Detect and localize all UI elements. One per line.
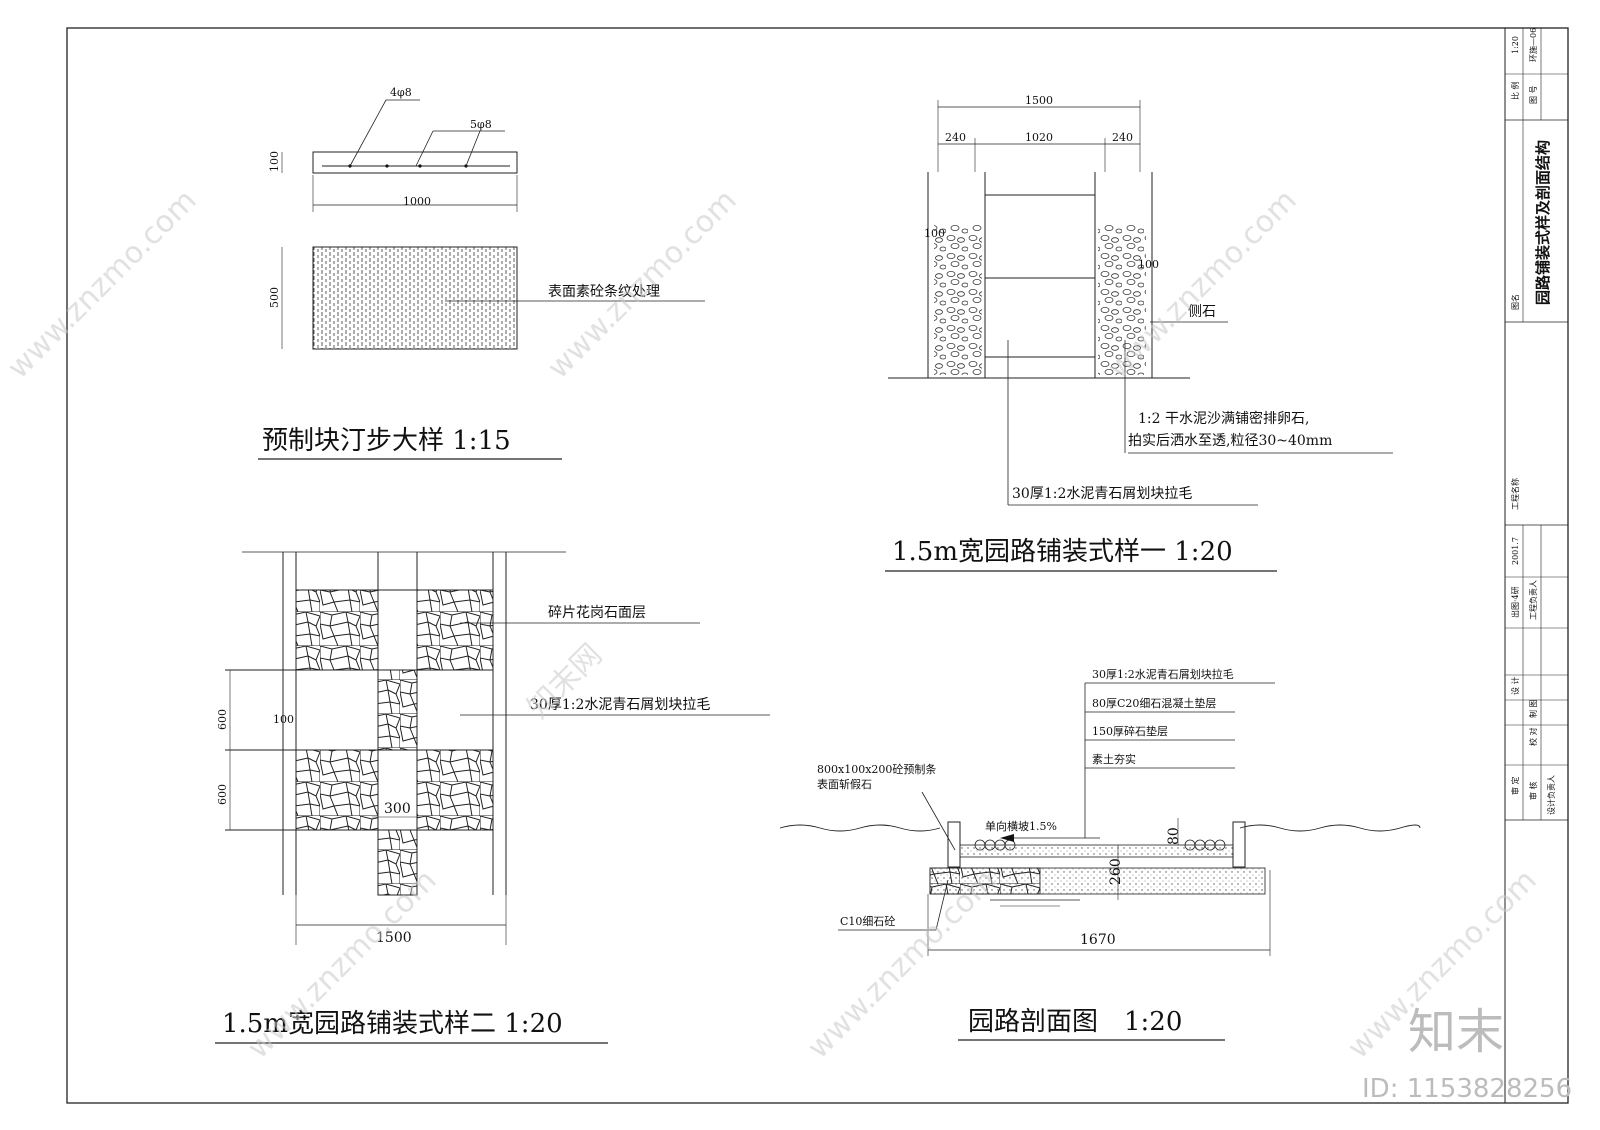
detail-paving-style-2: 600 600 100 300 1500 碎片花岗石面层 30厚1:2水泥青石屑…	[215, 551, 770, 1044]
note-surface: 表面素砼条纹处理	[548, 283, 660, 300]
dim-500: 500	[268, 287, 281, 308]
tb-drawno-label: 图 号	[1529, 85, 1538, 104]
tb-project-label: 工程名称	[1510, 478, 1520, 510]
tb-drawing-name: 园路铺装式样及剖面结构	[1534, 140, 1552, 305]
rebar-label-a: 4φ8	[390, 86, 412, 99]
watermark-1: www.znzmo.com	[1, 183, 204, 386]
dim-100: 100	[268, 151, 281, 172]
detail-paving-style-1: 1500 240 1020 240 100 100 侧石 1:2 干水泥沙满铺密…	[885, 94, 1393, 572]
note-precast-1: 800x100x200砼预制条	[817, 762, 936, 776]
tb-approve: 审 定	[1510, 776, 1520, 795]
note-block-3: 30厚1:2水泥青石屑划块拉毛	[530, 697, 710, 713]
slope-note: 单向横坡1.5%	[985, 819, 1057, 833]
note-curb: 侧石	[1188, 304, 1216, 320]
dim-80: 80	[1166, 827, 1182, 845]
tb-name-label: 图名	[1510, 294, 1520, 310]
layer-1: 30厚1:2水泥青石屑划块拉毛	[1092, 667, 1234, 681]
detail2-title: 1.5m宽园路铺装式样一 1:20	[892, 537, 1233, 567]
dim-260: 260	[1108, 858, 1124, 885]
title-block: 比 例 1:20 图 号 环施—06 图名 园路铺装式样及剖面结构 工程名称 2…	[1504, 28, 1568, 1103]
detail-road-section: 30厚1:2水泥青石屑划块拉毛 80厚C20细石混凝土垫层 150厚碎石垫层 素…	[779, 667, 1421, 1041]
tb-date: 2001.7	[1511, 537, 1520, 565]
sheet-border	[66, 27, 1569, 1104]
tb-check: 校 对	[1528, 727, 1538, 746]
note-block-2: 30厚1:2水泥青石屑划块拉毛	[1012, 486, 1192, 502]
detail3-title: 1.5m宽园路铺装式样二 1:20	[222, 1009, 563, 1039]
detail-stepping-stone: 4φ8 5φ8 1000 100 500 表面素砼条纹处理 预制块汀步大样 1:…	[258, 86, 705, 460]
tb-design: 设 计	[1510, 676, 1520, 695]
dim-100-right: 100	[1138, 258, 1159, 271]
dim-240-left: 240	[945, 131, 966, 144]
tb-scale-value: 1:20	[1511, 36, 1520, 54]
dim-300: 300	[384, 801, 411, 817]
dim-1020: 1020	[1025, 131, 1053, 144]
tb-drawno-value: 环施—06	[1528, 28, 1538, 62]
layer-3: 150厚碎石垫层	[1092, 724, 1168, 738]
tb-review: 审 核	[1528, 781, 1538, 800]
dim-600-b: 600	[216, 784, 229, 805]
watermark-id: ID: 1153828256	[1362, 1074, 1572, 1104]
detail1-title: 预制块汀步大样 1:15	[262, 426, 511, 456]
dim-100-left: 100	[924, 227, 945, 240]
dim-100-d3: 100	[273, 713, 294, 726]
layer-2: 80厚C20细石混凝土垫层	[1092, 696, 1216, 710]
note-c10: C10细石砼	[840, 915, 895, 928]
tb-scale-label: 比 例	[1510, 81, 1520, 100]
dim-1500-bottom: 1500	[376, 930, 412, 946]
tb-drawing: 制 图	[1528, 699, 1538, 718]
dim-600-a: 600	[216, 709, 229, 730]
watermark-layer: www.znzmo.com www.znzmo.com www.znzmo.co…	[1, 183, 1572, 1104]
dim-1000: 1000	[403, 195, 431, 208]
dim-240-right: 240	[1112, 131, 1133, 144]
watermark-logo: 知末	[1408, 1004, 1504, 1060]
dim-1500-top: 1500	[1025, 94, 1053, 107]
dim-1670: 1670	[1080, 932, 1116, 948]
rebar-label-b: 5φ8	[470, 118, 492, 131]
tb-design-lead: 设计负责人	[1546, 775, 1556, 815]
note-granite: 碎片花岗石面层	[548, 605, 646, 621]
note-pebble-1: 1:2 干水泥沙满铺密排卵石,	[1138, 410, 1309, 427]
tb-stage: 出图·4研	[1510, 586, 1520, 618]
layer-4: 素土夯实	[1092, 752, 1136, 766]
note-pebble-2: 拍实后洒水至透,粒径30~40mm	[1128, 433, 1332, 449]
tb-project-lead: 工程负责人	[1528, 580, 1538, 620]
detail4-title: 园路剖面图 1:20	[968, 1007, 1182, 1037]
note-precast-2: 表面斩假石	[817, 777, 872, 791]
